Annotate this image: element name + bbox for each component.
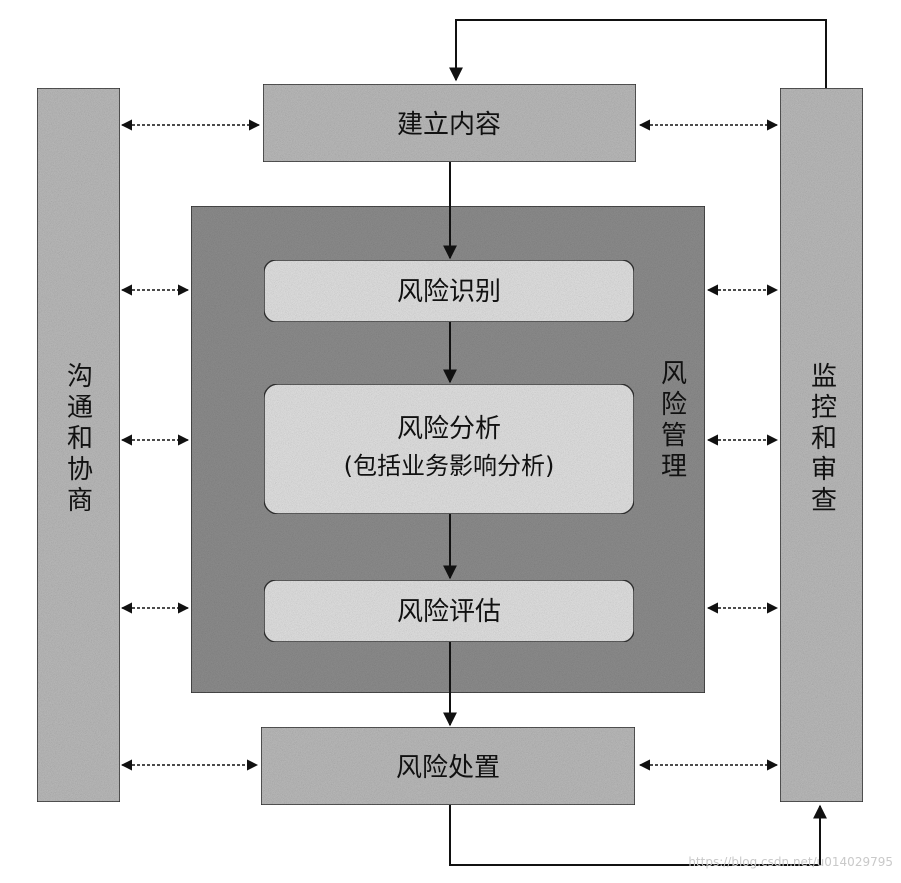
feedback-loop-bottom	[449, 804, 827, 866]
risk-analysis-label: 风险分析	[397, 414, 501, 444]
monitoring-char: 控	[811, 393, 837, 423]
risk-analysis-note: (包括业务影响分析)	[344, 452, 555, 480]
risk-management-char: 管	[661, 421, 687, 451]
feedback-loop-top	[449, 19, 827, 88]
monitoring-char: 审	[811, 455, 837, 485]
monitoring-char: 和	[811, 424, 837, 454]
risk-evaluation-label: 风险评估	[397, 597, 501, 627]
monitoring-char: 查	[811, 486, 837, 516]
communication-char: 通	[67, 393, 93, 423]
monitoring-char: 监	[811, 362, 837, 392]
risk-management-char: 理	[661, 452, 687, 482]
communication-char: 和	[67, 424, 93, 454]
establish-context-label: 建立内容	[397, 110, 501, 140]
establish-context-box	[262, 83, 637, 163]
risk-analysis-box	[263, 383, 635, 515]
monitoring-label: 监 控 和 审 查	[811, 362, 837, 516]
communication-column	[36, 87, 121, 803]
communication-char: 沟	[67, 362, 93, 392]
communication-label: 沟 通 和 协 商	[67, 362, 93, 516]
risk-management-label: 风 险 管 理	[661, 359, 687, 482]
risk-treatment-box	[260, 726, 636, 806]
risk-management-char: 险	[661, 390, 687, 420]
communication-char: 商	[67, 486, 93, 516]
risk-treatment-label: 风险处置	[396, 753, 500, 783]
communication-char: 协	[67, 455, 93, 485]
monitoring-column	[779, 87, 864, 803]
risk-identification-label: 风险识别	[397, 277, 501, 307]
watermark: https://blog.csdn.net/u014029795	[688, 855, 893, 869]
risk-management-char: 风	[661, 359, 687, 389]
